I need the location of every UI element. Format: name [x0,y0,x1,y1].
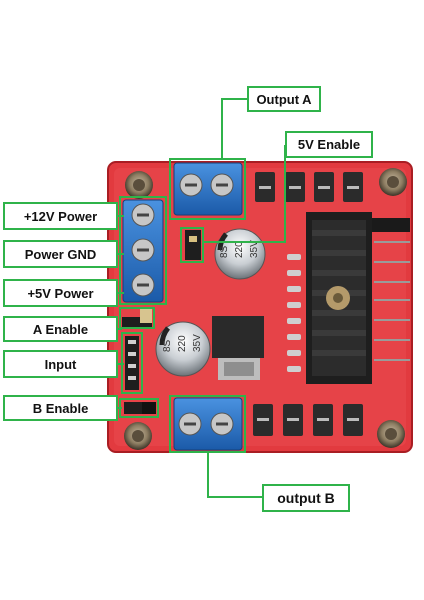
capacitor-upper-text-1: 8S [219,245,230,258]
leader-output-a [221,98,247,159]
voltage-regulator [212,316,264,380]
leader-output-b [207,452,262,498]
mounting-screw-icon [124,422,152,450]
mounting-screw-icon [377,420,405,448]
highlight-5v-enable [180,227,204,263]
capacitor-lower-text-1: 8S [162,339,173,352]
label-a-enable: A Enable [3,316,118,342]
terminal-power [122,199,164,303]
jumper-5v-enable [185,230,201,260]
mounting-screw-icon [125,171,153,199]
capacitor-upper-text-3: 35V [249,240,260,258]
capacitor-lower [155,321,211,377]
terminal-output-a [173,162,243,216]
highlight-power [119,196,167,305]
label-power-gnd: Power GND [3,240,118,268]
header-a-enable [122,309,152,327]
highlight-output-a [169,158,246,220]
leader-5v-enable [203,145,286,243]
label-output-a: Output A [247,86,321,112]
mounting-screw-icon [379,168,407,196]
label-5v-enable: 5V Enable [285,131,373,158]
chip-pins [287,254,301,372]
terminal-output-b [173,397,243,451]
header-input [125,336,139,390]
capacitor-lower-text-3: 35V [192,334,203,352]
label-input: Input [3,350,118,378]
capacitor-upper-text-2: 220 [234,241,245,258]
driver-heatsink [306,212,410,384]
capacitor-lower-text-2: 220 [177,335,188,352]
highlight-a-enable [119,307,155,329]
label-5v-power: +5V Power [3,279,118,307]
label-12v-power: +12V Power [3,202,118,230]
label-output-b: output B [262,484,350,512]
label-b-enable: B Enable [3,395,118,421]
header-b-enable [124,402,156,414]
